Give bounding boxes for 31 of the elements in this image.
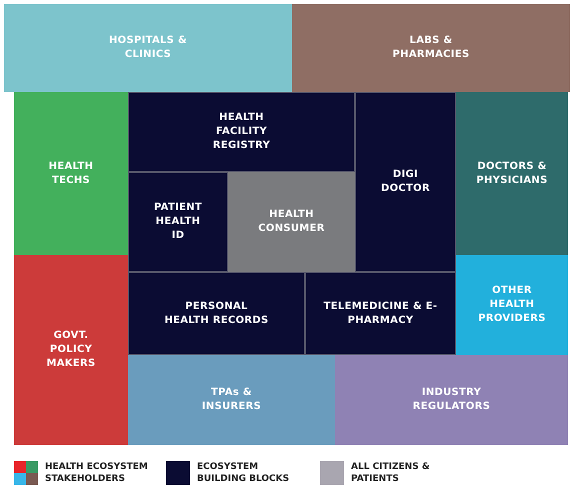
stakeholder-block bbox=[335, 355, 568, 445]
stakeholder-block bbox=[456, 92, 568, 255]
building-block bbox=[128, 92, 355, 172]
block-label: OTHER HEALTH PROVIDERS bbox=[477, 284, 547, 326]
legend-text: ALL CITIZENS & PATIENTS bbox=[351, 461, 431, 485]
stakeholder-block bbox=[14, 92, 128, 255]
stakeholder-block bbox=[128, 355, 335, 445]
building-block bbox=[128, 272, 305, 355]
block-label: PERSONAL HEALTH RECORDS bbox=[163, 300, 270, 328]
stakeholder-block bbox=[292, 4, 570, 92]
building-block bbox=[305, 272, 456, 355]
legend-text: HEALTH ECOSYSTEM STAKEHOLDERS bbox=[45, 461, 149, 485]
block-label: HOSPITALS & CLINICS bbox=[108, 34, 188, 62]
block-label: DOCTORS & PHYSICIANS bbox=[475, 160, 549, 188]
building-block bbox=[128, 172, 228, 272]
stakeholder-block bbox=[456, 255, 568, 355]
block-label: GOVT. POLICY MAKERS bbox=[46, 329, 96, 371]
consumer-block bbox=[228, 172, 355, 272]
block-label: TELEMEDICINE & E-PHARMACY bbox=[322, 300, 438, 328]
block-label: INDUSTRY REGULATORS bbox=[412, 386, 492, 414]
block-label: HEALTH TECHS bbox=[48, 160, 94, 188]
legend-text: ECOSYSTEM BUILDING BLOCKS bbox=[197, 461, 290, 485]
block-label: HEALTH FACILITY REGISTRY bbox=[212, 111, 272, 153]
block-label: PATIENT HEALTH ID bbox=[152, 201, 204, 243]
block-label: DIGI DOCTOR bbox=[380, 168, 431, 196]
stakeholder-block bbox=[4, 4, 292, 92]
block-label: LABS & PHARMACIES bbox=[392, 34, 470, 62]
block-label: TPAs & INSURERS bbox=[200, 386, 262, 414]
stakeholder-block bbox=[14, 255, 128, 445]
building-block bbox=[355, 92, 456, 272]
block-label: HEALTH CONSUMER bbox=[257, 208, 326, 236]
